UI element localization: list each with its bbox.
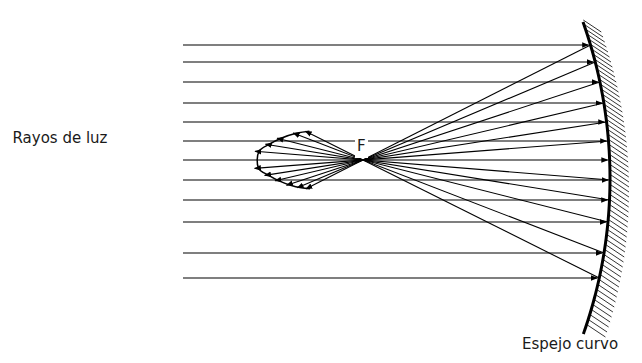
light-rays-label: Rayos de luz [10,128,110,150]
incident-ray [183,221,606,222]
reflected-ray [277,138,608,222]
reflected-ray [287,82,600,185]
hatch-stroke [611,195,629,207]
incident-ray [183,159,608,160]
hatch-stroke [606,245,624,257]
hatch-stroke [604,260,622,272]
hatch-stroke [611,175,629,187]
hatch-stroke [610,215,628,227]
hatch-stroke [605,250,623,262]
hatch-stroke [596,295,614,307]
reflected-ray [255,151,610,180]
hatch-stroke [608,235,626,247]
incident-ray [183,61,593,62]
reflected-ray [293,133,604,253]
incident-ray [183,44,589,45]
hatch-stroke [610,205,628,217]
reflected-ray [275,103,604,181]
incident-ray [183,252,602,253]
hatch-stroke [608,230,626,242]
hatch-stroke [595,300,613,312]
reflected-ray [265,144,609,200]
hatch-stroke [610,145,628,157]
hatch-stroke [609,140,627,152]
hatch-stroke [602,270,620,282]
hatch-stroke [611,200,629,212]
curved-mirror [583,22,610,334]
reflected-ray [265,122,607,175]
incident-ray [183,199,608,200]
hatch-stroke [589,320,607,332]
hatch-stroke [611,160,629,172]
hatch-stroke [600,280,618,292]
hatch-stroke [594,305,612,317]
reflected-ray [305,131,599,278]
reflected-ray [297,62,595,188]
hatch-stroke [592,310,610,322]
hatch-stroke [610,210,628,222]
incident-ray [183,121,605,122]
hatch-stroke [611,180,629,192]
diverging-front [257,131,310,189]
hatch-stroke [599,285,617,297]
incident-ray [183,140,606,141]
hatch-stroke [601,275,619,287]
hatch-stroke [605,255,623,267]
hatch-stroke [611,190,629,202]
incident-ray [183,81,598,82]
hatch-stroke [611,185,629,197]
reflected-ray [255,141,609,168]
hatch-stroke [607,240,625,252]
hatch-stroke [609,225,627,237]
hatch-stroke [610,150,628,162]
hatch-stroke [611,170,629,182]
incident-ray [183,277,597,278]
hatch-stroke [609,135,627,147]
hatch-stroke [603,265,621,277]
focus-label: F [355,136,368,158]
mirror-label: Espejo curvo [505,334,635,356]
hatch-stroke [610,155,628,167]
light-rays [183,45,610,278]
incident-ray [183,179,608,180]
hatch-stroke [611,165,629,177]
hatch-stroke [591,315,609,327]
hatch-stroke [609,220,627,232]
hatch-stroke [597,290,615,302]
